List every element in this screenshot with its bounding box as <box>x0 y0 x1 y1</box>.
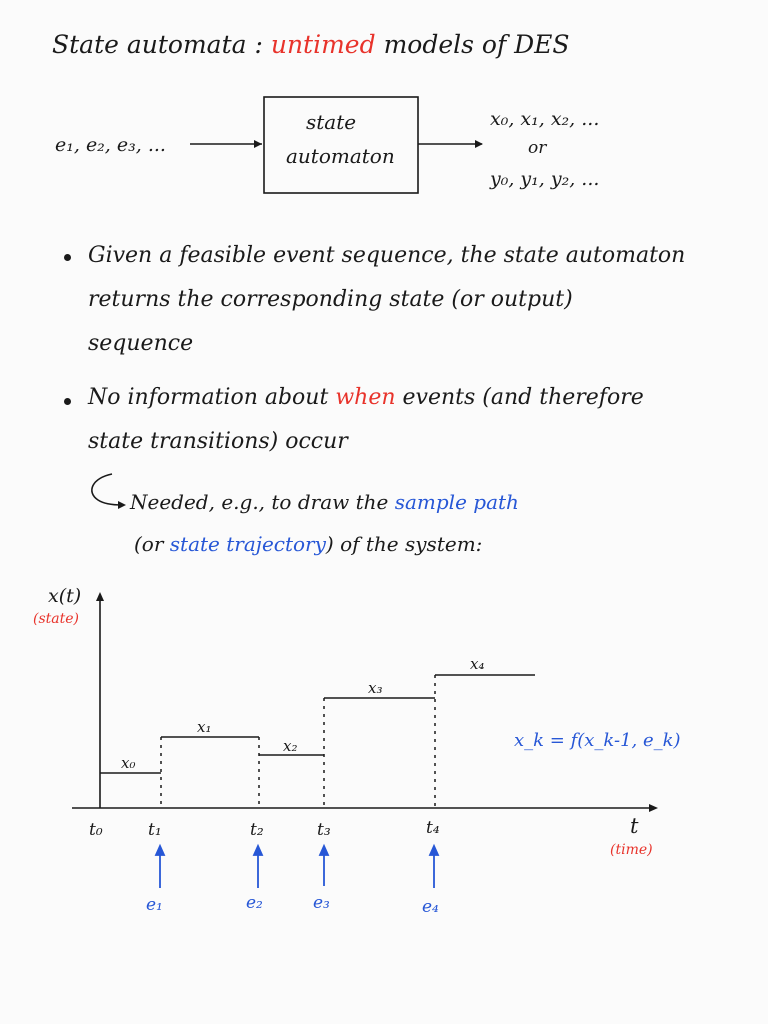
state-label-x4: x₄ <box>470 655 485 673</box>
box-label-line2: automaton <box>286 144 395 168</box>
note-text-open: (or <box>134 532 164 556</box>
note-text-a: Needed, e.g., to draw the <box>130 490 389 514</box>
time-label-t1: t₁ <box>148 820 162 840</box>
state-label-x1: x₁ <box>197 718 212 736</box>
event-label-e3: e₃ <box>313 893 330 913</box>
bullet-1-line2: returns the corresponding state (or outp… <box>88 287 573 312</box>
transition-formula: x_k = f(x_k-1, e_k) <box>514 730 681 751</box>
bullet-2-text-c: events (and therefore <box>402 385 644 410</box>
state-label-x3: x₃ <box>368 679 383 697</box>
bullet-2-line2: state transitions) occur <box>88 429 348 454</box>
page-title: State automata : untimed models of DES <box>52 30 570 59</box>
note-text-close: ) of the system: <box>325 532 483 556</box>
title-untimed: untimed <box>270 30 376 59</box>
y-axis-label: x(t) <box>48 585 82 607</box>
x-axis-sublabel: (time) <box>610 842 653 858</box>
time-label-t2: t₂ <box>250 820 264 840</box>
bullet-2-line1: No information about when events (and th… <box>88 374 644 422</box>
automaton-box <box>263 96 419 194</box>
output-or-label: or <box>528 138 547 158</box>
note-line1: Needed, e.g., to draw the sample path <box>130 490 519 514</box>
bullet-2-dot <box>64 398 71 405</box>
x-axis-label: t <box>630 814 639 838</box>
bullet-1-dot <box>64 254 71 261</box>
time-label-t0: t₀ <box>89 820 103 840</box>
bullet-1-line1: Given a feasible event sequence, the sta… <box>88 243 686 268</box>
title-part1: State automata : <box>52 30 263 59</box>
event-label-e2: e₂ <box>246 893 263 913</box>
bullet-1-line3: sequence <box>88 331 194 356</box>
title-part3: models of DES <box>383 30 570 59</box>
state-label-x2: x₂ <box>283 737 298 755</box>
y-axis-sublabel: (state) <box>33 611 79 627</box>
bullet-2-when: when <box>335 385 396 410</box>
output-states-label: x₀, x₁, x₂, ... <box>490 108 600 130</box>
box-label-line1: state <box>306 110 357 134</box>
note-state-trajectory: state trajectory <box>169 532 326 556</box>
state-label-x0: x₀ <box>121 754 136 772</box>
note-line2: (or state trajectory) of the system: <box>134 532 482 556</box>
input-events-label: e₁, e₂, e₃, ... <box>55 134 166 156</box>
event-label-e1: e₁ <box>146 895 163 915</box>
event-label-e4: e₄ <box>422 897 439 917</box>
time-label-t3: t₃ <box>317 820 331 840</box>
note-sample-path: sample path <box>394 490 519 514</box>
output-outputs-label: y₀, y₁, y₂, ... <box>490 168 600 190</box>
bullet-2-text-a: No information about <box>88 385 329 410</box>
time-label-t4: t₄ <box>426 818 440 838</box>
